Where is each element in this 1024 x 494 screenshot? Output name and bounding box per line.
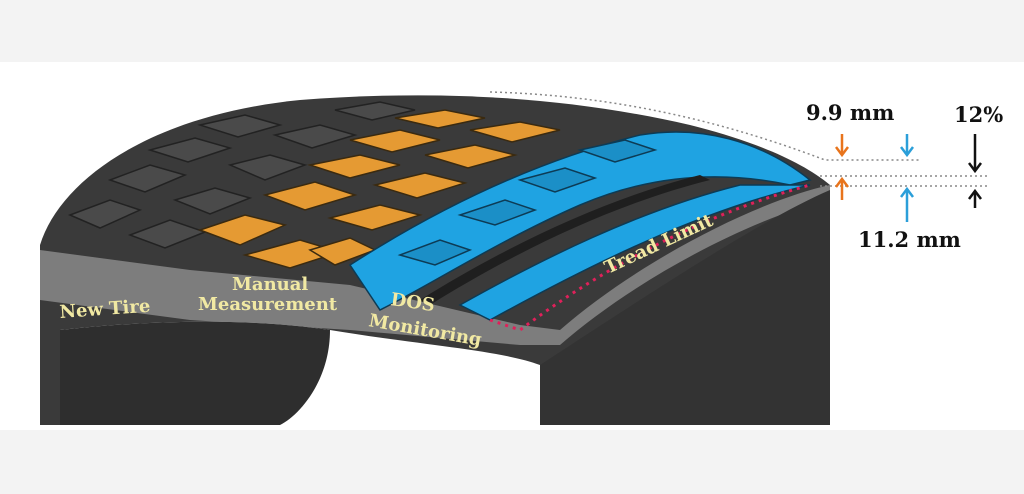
label-manual-line2: Measurement <box>198 294 338 315</box>
label-manual-line1: Manual <box>232 274 308 295</box>
top-background-band <box>0 0 1024 62</box>
tire-sidewall <box>40 185 830 345</box>
dos-depth-label: 11.2 mm <box>858 227 961 252</box>
difference-arrow-down <box>968 134 982 174</box>
dos-monitoring-tread <box>348 131 812 321</box>
dos-arrow-up <box>900 186 914 222</box>
dos-arrow-down <box>900 134 914 158</box>
tire-inner-wall <box>60 321 330 425</box>
manual-depth-label: 9.9 mm <box>806 100 894 125</box>
new-tire-tread <box>67 101 416 249</box>
bottom-background-band <box>0 430 1024 494</box>
manual-arrow-down <box>835 134 849 158</box>
tire-right-face <box>540 190 830 425</box>
difference-label: 12% <box>954 102 1003 127</box>
manual-arrow-up <box>835 176 849 200</box>
tread-limit-line <box>489 183 811 332</box>
manual-measurement-tread <box>197 109 561 269</box>
difference-arrow-up <box>968 188 982 208</box>
